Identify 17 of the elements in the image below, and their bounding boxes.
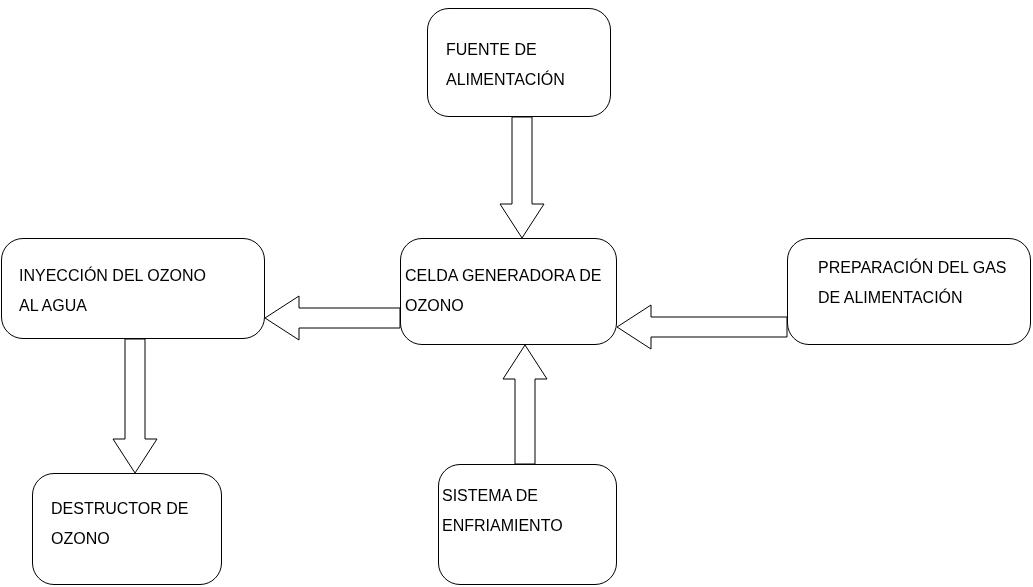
process-box xyxy=(438,464,617,585)
block-arrow xyxy=(499,116,545,239)
block-arrow xyxy=(616,304,788,350)
block-arrow xyxy=(502,344,548,465)
block-arrow xyxy=(264,295,401,341)
process-box xyxy=(1,238,265,339)
process-box xyxy=(400,238,617,345)
box-label: PREPARACIÓN DEL GAS DE ALIMENTACIÓN xyxy=(818,257,1008,308)
box-label: SISTEMA DE ENFRIAMIENTO xyxy=(442,486,564,536)
process-box xyxy=(427,8,611,117)
box-label: CELDA GENERADORA DE OZONO xyxy=(405,266,603,316)
box-label: INYECCIÓN DEL OZONO AL AGUA xyxy=(19,265,207,316)
process-box xyxy=(32,473,222,585)
box-label: FUENTE DE ALIMENTACIÓN xyxy=(446,40,566,90)
box-label: DESTRUCTOR DE OZONO xyxy=(51,499,190,549)
process-box xyxy=(787,238,1031,345)
block-arrow xyxy=(112,338,158,474)
